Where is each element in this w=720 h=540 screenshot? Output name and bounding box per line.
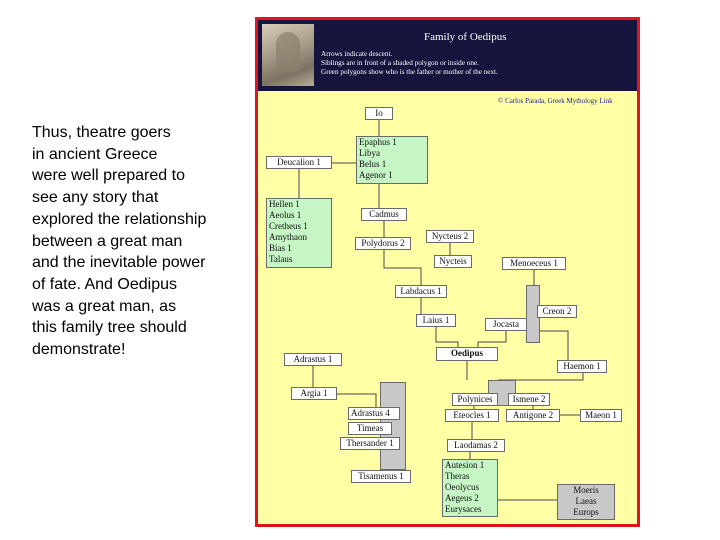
node-antigone: Antigone 2 <box>506 409 560 422</box>
caption-text: Thus, theatre goers in ancient Greece we… <box>32 122 242 361</box>
person-name: Cretheus 1 <box>269 221 331 232</box>
person-name: Maeon 1 <box>581 410 621 421</box>
connector-line <box>478 331 506 347</box>
person-name: Talaus <box>269 254 331 265</box>
node-tisamenus: Tisamenus 1 <box>351 470 411 483</box>
person-name: Theras <box>445 471 497 482</box>
person-name: Bias 1 <box>269 243 331 254</box>
person-name: Tisamenus 1 <box>352 471 410 482</box>
person-name: Cadmus <box>362 209 406 220</box>
node-haemon: Haemon 1 <box>557 360 607 373</box>
person-name: Eteocles 1 <box>446 410 498 421</box>
person-name: Autesion 1 <box>445 460 497 471</box>
person-name: Nycteus 2 <box>427 231 473 242</box>
person-name: Moeris <box>558 485 614 496</box>
person-name: Antigone 2 <box>507 410 559 421</box>
person-name: Ismene 2 <box>509 394 549 405</box>
person-name: Labdacus 1 <box>396 286 446 297</box>
node-adrastus4: Adrastus 4 <box>348 407 400 420</box>
node-creon: Creon 2 <box>537 305 577 318</box>
person-name: Laius 1 <box>417 315 455 326</box>
node-menoeceus: Menoeceus 1 <box>502 257 566 270</box>
node-ismene: Ismene 2 <box>508 393 550 406</box>
person-name: Haemon 1 <box>558 361 606 372</box>
person-name: Adrastus 4 <box>351 408 399 419</box>
node-argia: Argia 1 <box>291 387 337 400</box>
person-name: Belus 1 <box>359 159 427 170</box>
node-polynices: Polynices <box>452 393 498 406</box>
person-name: Libya <box>359 148 427 159</box>
connector-line <box>540 331 568 360</box>
person-name: Laeas <box>558 496 614 507</box>
node-jocasta: Jocasta <box>485 318 527 331</box>
node-maeon: Maeon 1 <box>580 409 622 422</box>
person-name: Menoeceus 1 <box>503 258 565 269</box>
person-name: Thersander 1 <box>341 438 399 449</box>
connector-line <box>384 250 421 285</box>
person-name: Polydorus 2 <box>356 238 410 249</box>
node-polydorus: Polydorus 2 <box>355 237 411 250</box>
node-deucalion: Deucalion 1 <box>266 156 332 169</box>
person-name: Jocasta <box>486 319 526 330</box>
node-eteocles: Eteocles 1 <box>445 409 499 422</box>
node-oedipus: Oedipus <box>436 347 498 361</box>
person-name: Polynices <box>453 394 497 405</box>
person-name: Europs <box>558 507 614 518</box>
node-thersander: Thersander 1 <box>340 437 400 450</box>
person-name: Amythaon <box>269 232 331 243</box>
person-name: Io <box>366 108 392 119</box>
node-laodamas: Laodamas 2 <box>447 439 505 452</box>
node-io: Io <box>365 107 393 120</box>
person-name: Timeas <box>349 423 391 434</box>
person-name: Oeolycus <box>445 482 497 493</box>
node-nycteis: Nycteis <box>434 255 472 268</box>
node-timeas: Timeas <box>348 422 392 435</box>
person-name: Laodamas 2 <box>448 440 504 451</box>
person-name: Hellen 1 <box>269 199 331 210</box>
node-nycteus: Nycteus 2 <box>426 230 474 243</box>
node-cadmus: Cadmus <box>361 208 407 221</box>
person-name: Epaphus 1 <box>359 137 427 148</box>
person-name: Aeolus 1 <box>269 210 331 221</box>
person-name: Oedipus <box>437 348 497 359</box>
person-name: Aegeus 2 <box>445 493 497 504</box>
person-name: Adrastus 1 <box>285 354 341 365</box>
node-labdacus: Labdacus 1 <box>395 285 447 298</box>
person-name: Agenor 1 <box>359 170 427 181</box>
person-name: Eurysaces <box>445 504 497 515</box>
person-name: Deucalion 1 <box>267 157 331 168</box>
person-name: Creon 2 <box>538 306 576 317</box>
connector-line <box>337 394 376 407</box>
person-name: Nycteis <box>435 256 471 267</box>
connector-line <box>436 327 458 347</box>
node-adrastus: Adrastus 1 <box>284 353 342 366</box>
family-tree-image: Family of Oedipus Arrows indicate descen… <box>255 17 640 527</box>
person-name: Argia 1 <box>292 388 336 399</box>
node-laius: Laius 1 <box>416 314 456 327</box>
